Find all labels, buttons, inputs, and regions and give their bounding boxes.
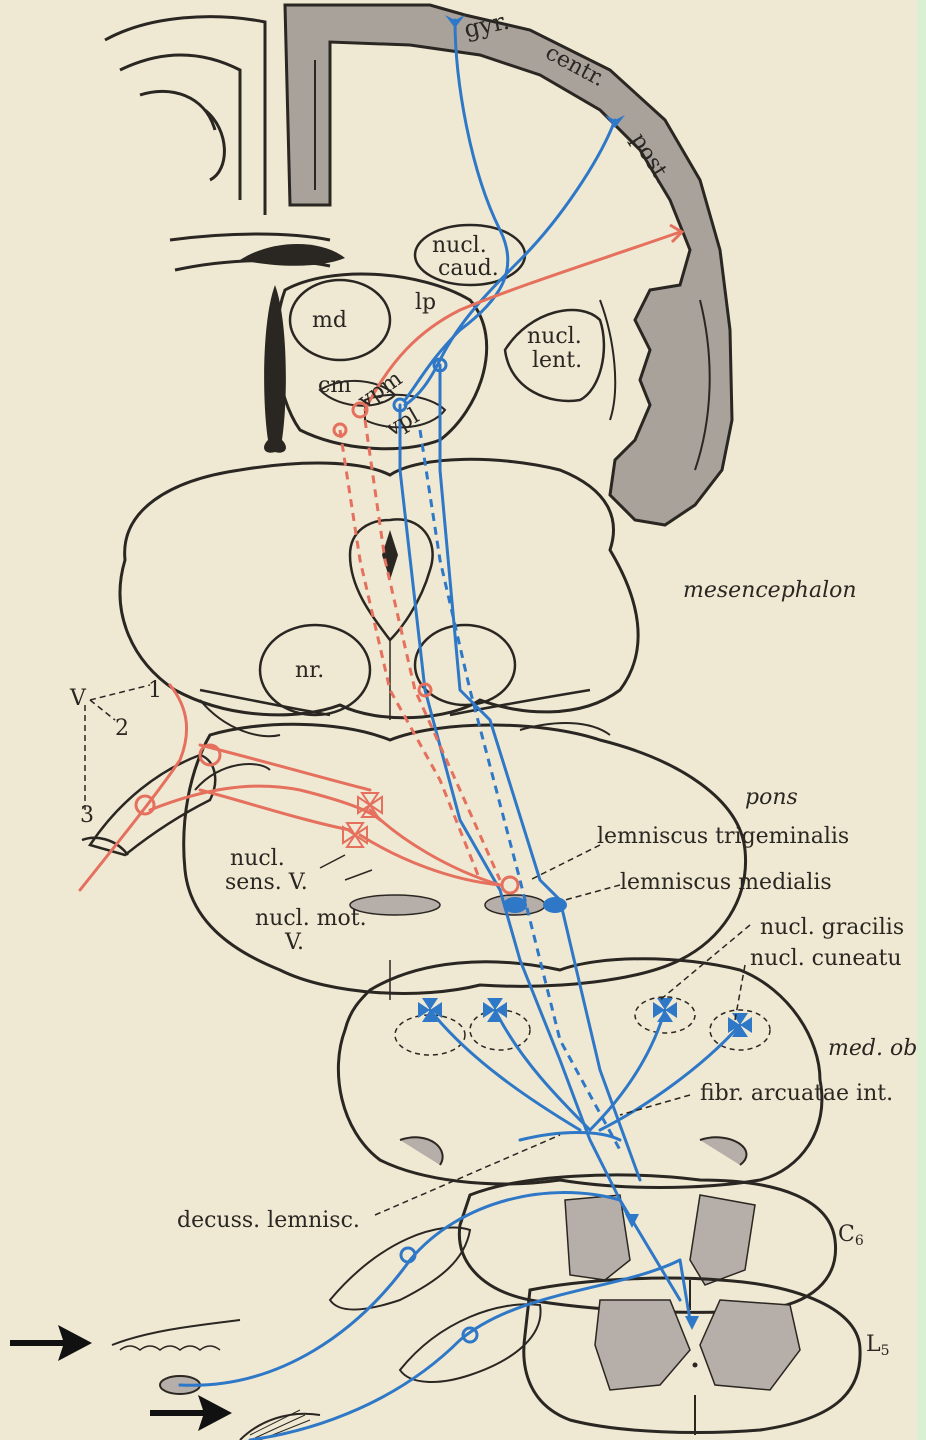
label-nucl-cuneatus: nucl. cuneatu bbox=[750, 948, 902, 970]
label-nr: nr. bbox=[295, 660, 324, 682]
label-lp: lp bbox=[415, 292, 436, 314]
aqueduct bbox=[382, 530, 398, 580]
label-pons: pons bbox=[745, 787, 798, 809]
fornix-shape bbox=[240, 244, 345, 266]
label-1: 1 bbox=[148, 680, 162, 702]
spinal-cord-l5 bbox=[524, 1278, 860, 1432]
label-v: V bbox=[70, 688, 86, 710]
label-cm: cm bbox=[318, 375, 351, 397]
arrow-upper bbox=[10, 1325, 92, 1361]
label-nucl-caud-1: nucl. bbox=[432, 235, 487, 257]
label-decuss-lemnisc: decuss. lemnisc. bbox=[177, 1210, 360, 1232]
arrow-lower bbox=[150, 1395, 232, 1431]
label-nucl-mot-2: V. bbox=[285, 932, 304, 954]
third-ventricle bbox=[264, 285, 286, 453]
label-nucl-sens-2: sens. V. bbox=[225, 872, 308, 894]
thalamus-outline bbox=[277, 274, 487, 449]
blue-dashed-pathway bbox=[420, 430, 620, 1150]
grey-matter-c6 bbox=[565, 1195, 755, 1285]
skin-receptor bbox=[112, 1320, 240, 1345]
label-nucl-gracilis: nucl. gracilis bbox=[760, 917, 904, 939]
label-nucl-lent-2: lent. bbox=[532, 350, 582, 372]
label-nucl-mot-1: nucl. mot. bbox=[255, 908, 367, 930]
label-md: md bbox=[312, 310, 347, 332]
label-nucl-lent-1: nucl. bbox=[527, 326, 582, 348]
label-nucl-sens-1: nucl. bbox=[230, 848, 285, 870]
label-l5: L5 bbox=[866, 1334, 890, 1358]
label-nucl-caud-2: caud. bbox=[438, 258, 499, 280]
label-lemniscus-medialis: lemniscus medialis bbox=[620, 872, 832, 894]
label-2: 2 bbox=[115, 718, 129, 740]
label-lemniscus-trigeminalis: lemniscus trigeminalis bbox=[597, 826, 849, 848]
red-trigeminal-pathway bbox=[80, 232, 680, 890]
mesencephalon-outline bbox=[120, 459, 638, 717]
label-med-ob: med. ob bbox=[828, 1038, 917, 1060]
label-fibr-arcuatae: fibr. arcuatae int. bbox=[700, 1083, 893, 1105]
label-c6: C6 bbox=[838, 1224, 864, 1248]
nucl-sens-arrows bbox=[320, 855, 372, 880]
label-3: 3 bbox=[80, 805, 94, 827]
label-mesencephalon: mesencephalon bbox=[683, 580, 857, 602]
drg-c6-outline bbox=[330, 1228, 470, 1310]
